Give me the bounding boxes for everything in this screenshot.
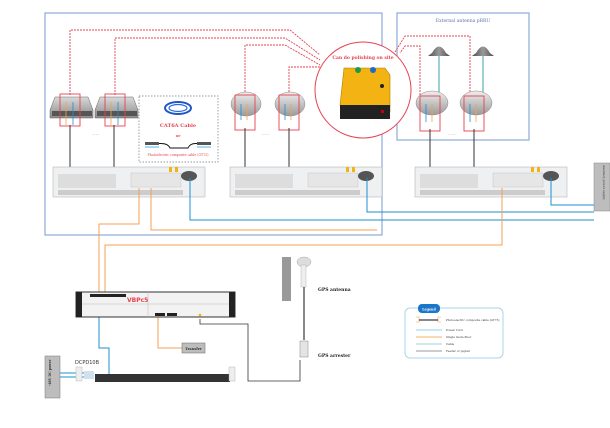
power-cords [60, 178, 594, 378]
dcpd10b-power-distribution[interactable] [75, 366, 236, 382]
svg-text:Can do polishing on site: Can do polishing on site [332, 55, 393, 61]
ellipsis-3: ...... [448, 131, 456, 136]
external-antenna-label: External antenna pRRU [436, 18, 491, 24]
cat6a-cable-icon [164, 101, 192, 115]
prru-indoor-1[interactable] [49, 93, 94, 127]
svg-text:Transfer: Transfer [185, 347, 202, 351]
optical-routing-lines [69, 29, 471, 110]
legend: Legend Photoelectric composite cable (GT… [404, 304, 504, 359]
rhub-3[interactable] [414, 166, 568, 198]
external-antenna-group-box [396, 12, 530, 141]
dcpd-label: DCPD10B [75, 360, 100, 366]
svg-text:Auxiliary power supply: Auxiliary power supply [602, 164, 606, 200]
composite-cable-icon [145, 142, 211, 149]
composite-cables [69, 125, 475, 168]
transfer-box: Transfer [181, 342, 206, 354]
legend-item-cable: Cable [416, 342, 454, 346]
vbpc5-bbu[interactable]: VBPc5 [75, 291, 236, 318]
svg-text:VBPc5: VBPc5 [127, 297, 148, 304]
rhub-2[interactable] [229, 166, 383, 198]
rhub-1[interactable] [52, 166, 206, 198]
svg-text:Feeder or pigtail: Feeder or pigtail [446, 349, 470, 353]
svg-text:Cable: Cable [446, 342, 454, 346]
cable-options-box: CAT6A Cable or Photoelectric composite c… [138, 95, 219, 163]
gps-antenna[interactable] [282, 256, 312, 340]
prru-disc-2[interactable] [274, 91, 306, 131]
external-antenna-2[interactable] [459, 46, 494, 132]
composite-cable-label: Photoelectric composite cable (GT73) [148, 153, 209, 157]
ellipsis-2: ...... [262, 131, 270, 136]
prru-disc-1[interactable] [230, 91, 262, 131]
gps-arrester-label: GPS arrester [318, 353, 351, 359]
or-label: or [176, 133, 182, 138]
polishing-machine-icon [339, 67, 391, 119]
external-antenna-1[interactable] [415, 46, 450, 132]
legend-item-fiber: Single mode fiber [416, 335, 472, 339]
ellipsis-1: ...... [92, 131, 100, 136]
prru-indoor-2[interactable] [94, 93, 139, 127]
svg-text:-48V DC power: -48V DC power [48, 359, 52, 386]
power-source-box: -48V DC power [44, 355, 61, 399]
gps-antenna-label: GPS antenna [318, 287, 351, 293]
svg-text:Power Cord: Power Cord [446, 328, 463, 332]
legend-item-power: Power Cord [416, 328, 463, 332]
svg-text:Single mode fiber: Single mode fiber [446, 335, 472, 339]
gps-arrester[interactable] [299, 340, 309, 358]
svg-text:Photoelectric composite cable: Photoelectric composite cable (GT73) [446, 318, 499, 322]
legend-title: Legend [422, 308, 436, 312]
cat6a-label: CAT6A Cable [160, 123, 196, 129]
legend-item-composite: Photoelectric composite cable (GT73) [416, 316, 499, 323]
gps-feeder [199, 319, 301, 382]
auxiliary-power-box: Auxiliary power supply [593, 162, 610, 212]
legend-item-feeder: Feeder or pigtail [416, 349, 470, 353]
single-mode-fibers [98, 188, 503, 349]
polishing-callout: Can do polishing on site [314, 41, 412, 139]
